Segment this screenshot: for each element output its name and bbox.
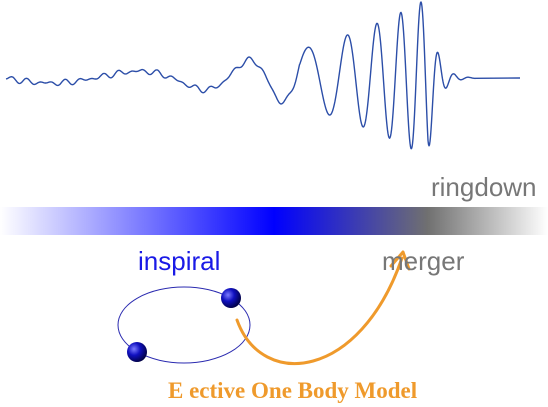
orbiting-body-2 [127, 342, 147, 362]
ringdown-label: ringdown [431, 172, 537, 202]
effective-one-body-model-label: E ective One Body Model [168, 378, 418, 403]
merger-label: merger [382, 246, 465, 276]
eob-arrowhead [389, 250, 411, 271]
phase-gradient-band [0, 207, 548, 235]
binary-orbit [117, 286, 251, 364]
orbiting-body-1 [221, 288, 241, 308]
gravitational-waveform [5, 1, 521, 150]
eob-arrow-curve [235, 256, 404, 365]
inspiral-label: inspiral [138, 246, 221, 276]
